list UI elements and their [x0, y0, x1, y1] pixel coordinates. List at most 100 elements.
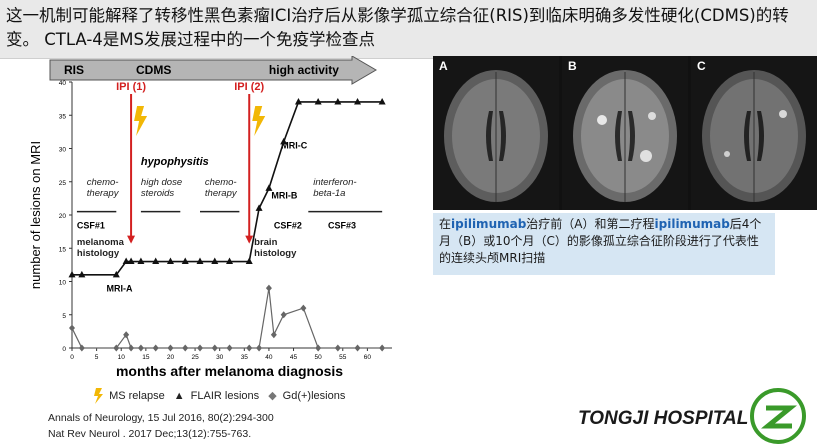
gd-point	[137, 344, 144, 352]
caption-part: 在	[439, 217, 452, 231]
references: Annals of Neurology, 15 Jul 2016, 80(2):…	[48, 410, 274, 442]
chart-legend: MS relapse ▲ FLAIR lesions ◆ Gd(+)lesions	[92, 388, 351, 404]
y-tick-label: 30	[59, 147, 67, 154]
interferon-label: interferon-beta-1a	[313, 177, 356, 199]
phase-label-high-activity: high activity	[269, 63, 339, 77]
legend-item-gd: Gd(+)lesions	[282, 389, 346, 402]
ipi-arrowhead	[127, 235, 136, 244]
ipi-label: IPI (2)	[234, 81, 264, 93]
flair-point	[211, 257, 219, 265]
flair-point	[314, 97, 322, 105]
brain-mri-icon	[433, 56, 559, 210]
legend-item-flair: FLAIR lesions	[190, 389, 260, 402]
mri-label-a: A	[439, 59, 448, 73]
logo-emblem-icon	[750, 388, 806, 444]
flair-point	[152, 257, 160, 265]
hypophysitis-label: hypophysitis	[141, 156, 209, 168]
caption-drug: ipilimumab	[654, 217, 730, 231]
flair-point	[294, 97, 302, 105]
logo-text: TONGJI HOSPITAL	[578, 408, 749, 429]
gd-point	[197, 344, 203, 352]
gd-point	[167, 344, 174, 352]
csf2-label: CSF#2	[274, 220, 302, 230]
mri-a-label: MRI-A	[106, 283, 132, 293]
y-tick-label: 15	[59, 246, 67, 253]
caption-drug: ipilimumab	[451, 217, 527, 231]
gd-point	[280, 311, 287, 319]
brain-mri-icon	[691, 56, 817, 210]
brain-mri-icon	[562, 56, 688, 210]
gd-point	[300, 304, 307, 312]
slide-title: 这一机制可能解释了转移性黑色素瘤ICI治疗后从影像学孤立综合征(RIS)到临床明…	[6, 6, 789, 49]
csf3-label: CSF#3	[328, 220, 356, 230]
csf1-label: CSF#1	[77, 220, 105, 230]
gd-point	[123, 331, 130, 339]
mri-label-c: C	[697, 59, 706, 73]
flair-point	[137, 257, 145, 265]
x-axis-label: months after melanoma diagnosis	[116, 363, 343, 379]
phase-label-ris: RIS	[64, 63, 84, 77]
gd-point	[256, 344, 263, 352]
flair-point	[280, 137, 288, 145]
mri-image-a: A	[433, 56, 559, 210]
gd-point	[379, 344, 386, 352]
x-tick-label: 15	[142, 354, 150, 361]
y-tick-label: 0	[62, 346, 66, 353]
mri-image-b: B	[562, 56, 688, 210]
gd-point	[354, 344, 361, 352]
ipi-label: IPI (1)	[116, 81, 146, 93]
hospital-logo: TONGJI HOSPITAL	[578, 388, 817, 447]
mri-caption: 在ipilimumab治疗前（A）和第二疗程ipilimumab后4个月（B）或…	[433, 213, 775, 275]
flair-point	[265, 184, 273, 191]
x-tick-label: 40	[265, 354, 273, 361]
legend-item-ms-relapse: MS relapse	[109, 389, 165, 402]
flair-point	[166, 257, 174, 265]
mri-panel: A B C	[433, 56, 817, 210]
flair-point	[255, 204, 263, 211]
reference-2: Nat Rev Neurol . 2017 Dec;13(12):755-763…	[48, 428, 252, 440]
x-tick-label: 5	[95, 354, 99, 361]
x-tick-label: 25	[191, 354, 199, 361]
flair-point	[334, 97, 342, 105]
gd-point	[78, 344, 85, 352]
gd-point	[182, 344, 189, 352]
flair-point	[78, 270, 86, 278]
caption-part: 治疗前（A）和第二疗程	[526, 217, 655, 231]
mri-c-label: MRI-C	[281, 141, 307, 151]
flair-point	[112, 270, 120, 278]
triangle-icon: ▲	[173, 389, 185, 402]
mri-b-label: MRI-B	[271, 190, 297, 200]
x-tick-label: 0	[70, 354, 74, 361]
y-tick-label: 20	[59, 213, 67, 220]
x-tick-label: 30	[216, 354, 224, 361]
mri-label-b: B	[568, 59, 577, 73]
x-tick-label: 35	[241, 354, 249, 361]
gd-point	[211, 344, 218, 352]
caption-part: 后4个月（B）或10个月（C）的影像孤立综合征阶段进行了代表性的连续头颅MRI扫…	[439, 217, 762, 265]
flair-point	[68, 270, 76, 278]
flair-point	[122, 257, 130, 265]
gd-point	[128, 344, 135, 352]
x-tick-label: 20	[167, 354, 175, 361]
y-tick-label: 40	[59, 80, 67, 87]
y-axis-label: number of lesions on MRI	[28, 141, 43, 289]
flair-point	[354, 97, 362, 105]
ms-relapse-bolt-icon	[94, 388, 103, 404]
diamond-icon: ◆	[268, 389, 277, 402]
chemo-label-1: chemo-therapy	[87, 177, 120, 199]
title-bar: 这一机制可能解释了转移性黑色素瘤ICI治疗后从影像学孤立综合征(RIS)到临床明…	[0, 0, 817, 59]
mri-image-c: C	[691, 56, 817, 210]
ms-relapse-bolt-icon	[134, 106, 148, 136]
ipi-arrowhead	[245, 235, 254, 244]
gd-point	[270, 331, 277, 339]
y-tick-label: 25	[59, 180, 67, 187]
reference-1: Annals of Neurology, 15 Jul 2016, 80(2):…	[48, 412, 274, 424]
flair-point	[226, 257, 234, 265]
x-tick-label: 45	[290, 354, 298, 361]
gd-point	[69, 324, 75, 332]
x-tick-label: 60	[364, 354, 372, 361]
